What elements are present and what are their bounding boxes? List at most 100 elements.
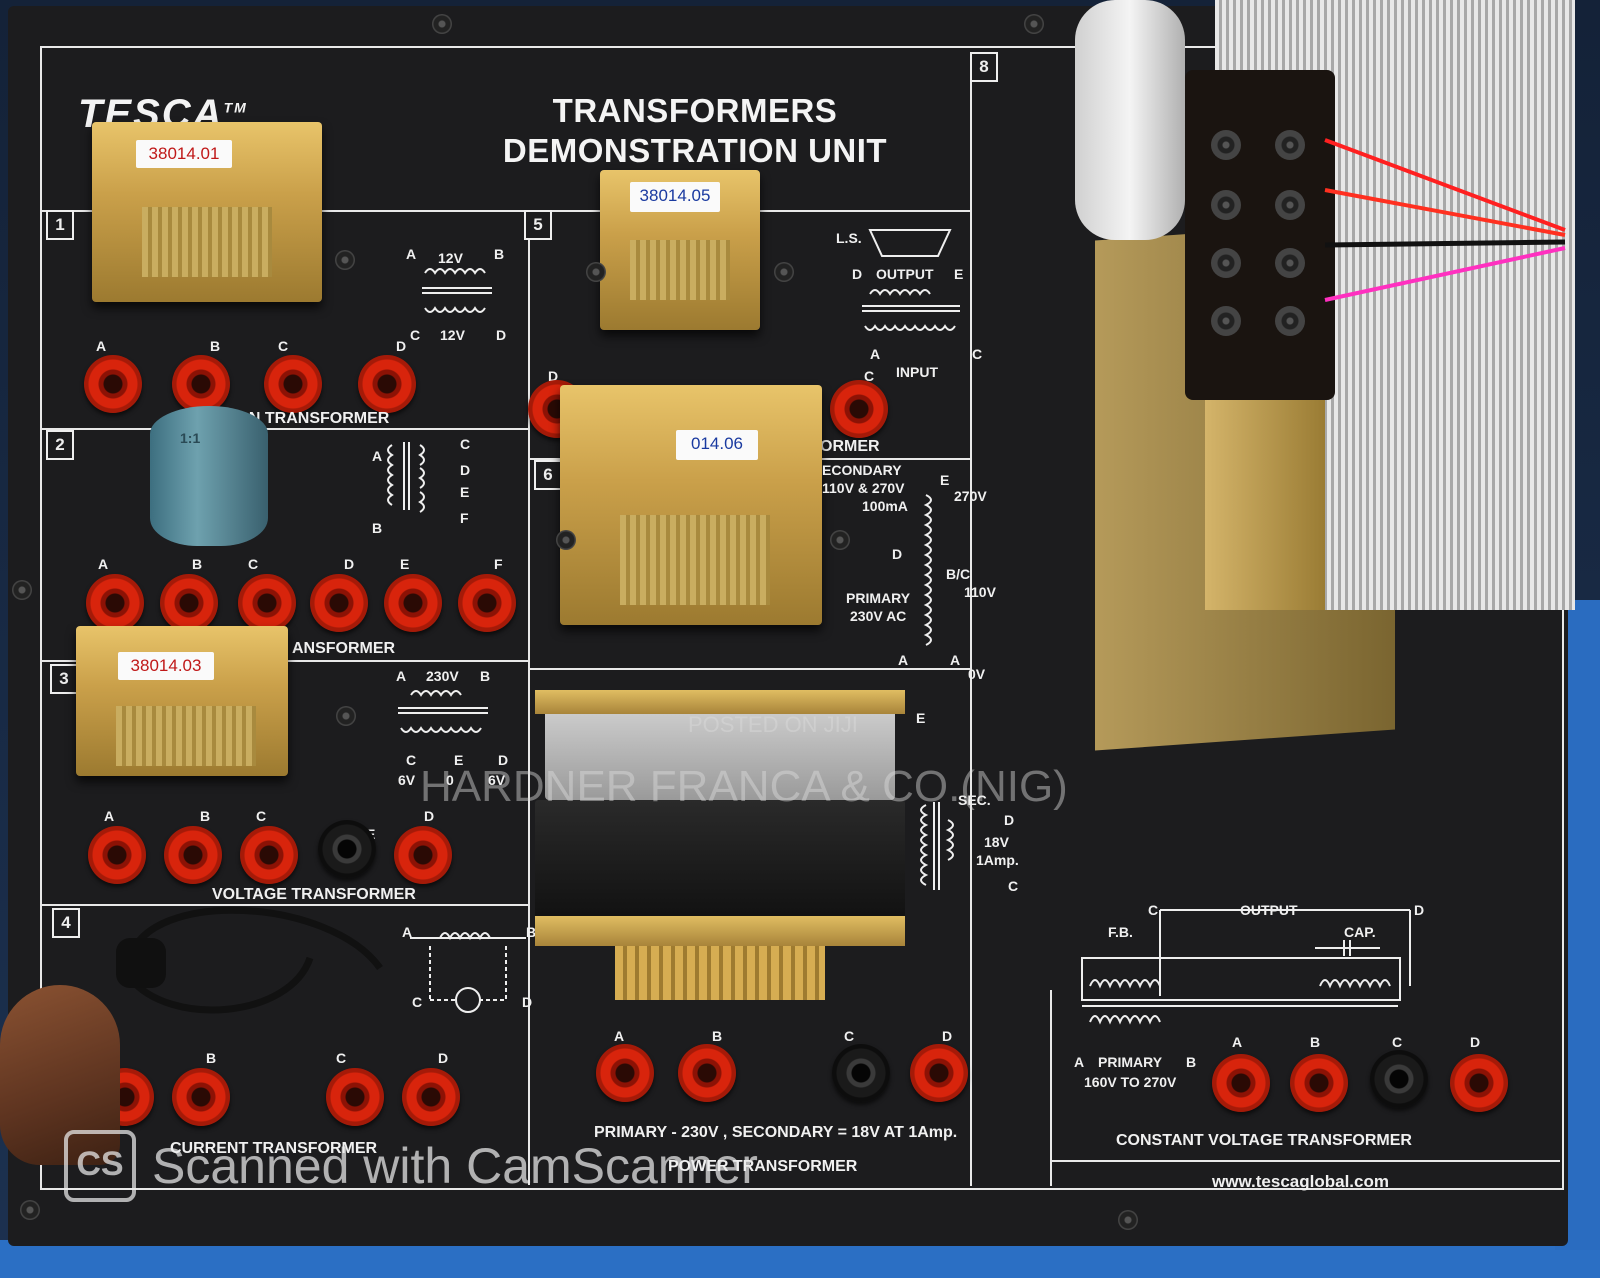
voltage-transformer (76, 626, 288, 776)
terminal-label-b: B (1186, 1054, 1197, 1070)
power-transformer (535, 690, 905, 1010)
terminal-socket-d[interactable] (402, 1068, 460, 1126)
transformer-sticker-5: 38014.05 (630, 182, 720, 212)
voltage-label: 12V (440, 327, 465, 343)
input-range-label: 160V TO 270V (1084, 1074, 1177, 1090)
constant-voltage-transformer (1075, 0, 1575, 751)
terminal-socket-f[interactable] (458, 574, 516, 632)
website-url: www.tescaglobal.com (1212, 1172, 1389, 1191)
terminal-label-d: D (1414, 902, 1425, 918)
terminal-label-d: D (942, 1028, 953, 1044)
terminal-socket-a[interactable] (596, 1044, 654, 1102)
terminal-socket-a[interactable] (88, 826, 146, 884)
terminal-label-e: E (916, 710, 926, 726)
voltage-label: 6V (398, 772, 416, 788)
terminal-label-b: B (192, 556, 203, 572)
connection-wires (1324, 138, 1566, 302)
terminal-label-c: C (248, 556, 259, 572)
terminal-socket-e[interactable] (384, 574, 442, 632)
terminal-socket-b[interactable] (172, 355, 230, 413)
panel-screw (432, 14, 452, 34)
terminal-label-a: A (396, 668, 407, 684)
terminal-socket-b[interactable] (678, 1044, 736, 1102)
section-number-8: 8 (970, 52, 998, 82)
terminal-label-c: C (412, 994, 423, 1010)
terminal-socket-e[interactable] (318, 820, 376, 878)
terminal-socket-d[interactable] (1450, 1054, 1508, 1112)
ferrite-coil (150, 406, 268, 546)
camscanner-text: Scanned with CamScanner (152, 1138, 758, 1194)
panel-screw (20, 1200, 40, 1220)
camscanner-icon: CS (64, 1130, 136, 1202)
feedback-label: F.B. (1108, 924, 1133, 940)
input-label: INPUT (896, 364, 938, 380)
divider-line (1050, 1160, 1560, 1162)
terminal-label-d: D (396, 338, 407, 354)
terminal-socket-a[interactable] (86, 574, 144, 632)
terminal-label-e: E (940, 472, 950, 488)
terminal-label-e: E (454, 752, 464, 768)
terminal-socket-a[interactable] (1212, 1054, 1270, 1112)
terminal-socket-c[interactable] (832, 1044, 890, 1102)
current-transformer-symbol (410, 932, 526, 1013)
terminal-socket-d[interactable] (394, 826, 452, 884)
terminal-socket-d[interactable] (358, 355, 416, 413)
terminal-label-a: A (96, 338, 107, 354)
voltage-label: 230V (426, 668, 459, 684)
terminal-label-e: E (954, 266, 964, 282)
section-number-3: 3 (50, 664, 78, 694)
coil-ratio-label: 1:1 (180, 430, 201, 446)
voltage-label: 12V (438, 250, 463, 266)
primary-voltage-label: 230V AC (850, 608, 907, 624)
secondary-current-label: 100mA (862, 498, 908, 514)
terminal-label-d: D (892, 546, 903, 562)
power-transformer-spec: PRIMARY - 230V , SECONDARY = 18V AT 1Amp… (594, 1124, 958, 1141)
terminal-label-b: B (1310, 1034, 1321, 1050)
terminal-socket-a[interactable] (84, 355, 142, 413)
terminal-label-c: C (1392, 1034, 1403, 1050)
section-name-2: ANSFORMER (292, 640, 396, 657)
terminal-label-a: A (950, 652, 961, 668)
transformer-symbol (862, 289, 960, 331)
cvt-circuit-symbol (1081, 909, 1411, 1025)
terminal-socket-d[interactable] (310, 574, 368, 632)
voltage-270-label: 270V (954, 488, 987, 504)
section-number-2: 2 (46, 430, 74, 460)
terminal-socket-d[interactable] (910, 1044, 968, 1102)
terminal-socket-c[interactable] (830, 380, 888, 438)
terminal-socket-b[interactable] (164, 826, 222, 884)
section-name-8: CONSTANT VOLTAGE TRANSFORMER (1116, 1132, 1412, 1149)
terminal-label-d: D (1004, 812, 1015, 828)
mounting-screw (335, 250, 355, 270)
voltage-label: 6V (488, 772, 506, 788)
terminal-socket-b[interactable] (172, 1068, 230, 1126)
voltage-0-label: 0V (968, 666, 986, 682)
section-name-3: VOLTAGE TRANSFORMER (212, 886, 416, 903)
section-name-5: ORMER (820, 438, 880, 455)
terminal-label-d: D (496, 327, 507, 343)
terminal-socket-c[interactable] (238, 574, 296, 632)
terminal-socket-b[interactable] (1290, 1054, 1348, 1112)
sec-current-label: 1Amp. (976, 852, 1019, 868)
terminal-socket-c[interactable] (1370, 1050, 1428, 1108)
terminal-label-c: C (410, 327, 421, 343)
autotransformer-coil (923, 494, 932, 646)
terminal-label-d: D (438, 1050, 449, 1066)
terminal-socket-c[interactable] (264, 355, 322, 413)
divider-line (40, 904, 528, 906)
company-watermark: HARDNER FRANCA & CO.(NIG) (420, 762, 1068, 811)
terminal-label-a: A (406, 246, 417, 262)
terminal-socket-c[interactable] (326, 1068, 384, 1126)
terminal-socket-b[interactable] (160, 574, 218, 632)
primary-label: PRIMARY (846, 590, 911, 606)
terminal-label-c: C (256, 808, 267, 824)
divider-line (528, 210, 530, 1185)
terminal-label-c: C (1148, 902, 1159, 918)
terminal-socket-c[interactable] (240, 826, 298, 884)
panel-border (40, 46, 1564, 1190)
section-name-1: ION TRANSFORMER (232, 410, 390, 427)
panel-screw (1118, 1210, 1138, 1230)
section-number-1: 1 (46, 210, 74, 240)
sec-label: SEC. (958, 792, 991, 808)
